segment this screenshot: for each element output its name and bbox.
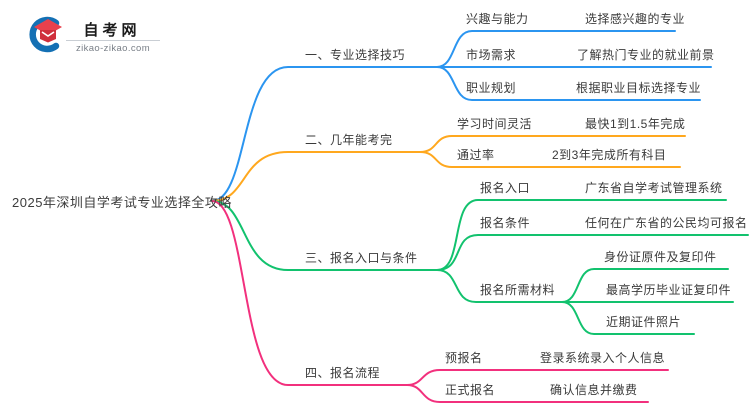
branch-3-child-2-value[interactable]: 任何在广东省的公民均可报名 <box>585 216 748 230</box>
branch-2-child-2-connector <box>419 151 681 168</box>
branch-2-child-2-label[interactable]: 通过率 <box>457 148 495 162</box>
branch-3-item-1-connector <box>561 268 729 303</box>
branch-3-child-3-label[interactable]: 报名所需材料 <box>480 283 556 297</box>
branch-1-child-3-connector <box>436 66 701 101</box>
branch-4-connector <box>211 200 408 386</box>
logo-cap-chevron <box>41 31 55 37</box>
branch-2-connector <box>211 151 421 202</box>
central-topic[interactable]: 2025年深圳自学考试专业选择全攻略 <box>12 195 232 210</box>
branch-2-child-1-value[interactable]: 最快1到1.5年完成 <box>585 117 686 131</box>
branch-3-child-2-connector <box>436 234 749 271</box>
branch-3-item-1[interactable]: 身份证原件及复印件 <box>604 250 717 264</box>
branch-4-child-2-connector <box>406 384 649 403</box>
branch-3-item-2[interactable]: 最高学历毕业证复印件 <box>606 283 732 297</box>
branch-4-child-1-label[interactable]: 预报名 <box>445 351 483 365</box>
branch-4-child-1-connector <box>406 369 669 386</box>
branch-2-child-1-label[interactable]: 学习时间灵活 <box>457 117 533 131</box>
branch-1-child-3-label[interactable]: 职业规划 <box>466 81 517 95</box>
branch-4-label[interactable]: 四、报名流程 <box>305 366 381 380</box>
site-url: zikao-zikao.com <box>75 43 151 54</box>
branch-3-child-1-label[interactable]: 报名入口 <box>480 181 531 195</box>
branch-1-child-1-value[interactable]: 选择感兴趣的专业 <box>585 12 686 26</box>
branch-1-child-2-label[interactable]: 市场需求 <box>466 48 517 62</box>
branch-4-child-1-value[interactable]: 登录系统录入个人信息 <box>540 351 666 365</box>
graduation-cap-icon <box>29 16 62 53</box>
branch-3-child-1-value[interactable]: 广东省自学考试管理系统 <box>585 181 723 195</box>
branch-1-child-2-value[interactable]: 了解热门专业的就业前景 <box>577 48 715 62</box>
branch-4-child-2-value[interactable]: 确认信息并缴费 <box>550 383 638 397</box>
branch-3-child-2-label[interactable]: 报名条件 <box>480 216 531 230</box>
branch-3-label[interactable]: 三、报名入口与条件 <box>305 251 418 265</box>
branch-3-child-1-connector <box>436 199 727 271</box>
branch-3-item-3[interactable]: 近期证件照片 <box>606 315 682 329</box>
site-name: 自考网 <box>83 22 141 39</box>
branch-4-child-2-label[interactable]: 正式报名 <box>445 383 496 397</box>
logo-divider <box>66 40 160 41</box>
branch-1-child-1-connector <box>436 30 676 68</box>
branch-3-connector <box>211 200 438 271</box>
branch-1-child-3-value[interactable]: 根据职业目标选择专业 <box>576 81 702 95</box>
branch-2-label[interactable]: 二、几年能考完 <box>305 133 393 147</box>
branch-3-item-3-connector <box>561 301 695 335</box>
branch-3-child-3-connector <box>436 269 563 303</box>
branch-1-label[interactable]: 一、专业选择技巧 <box>305 48 406 62</box>
branch-1-child-1-label[interactable]: 兴趣与能力 <box>466 12 529 26</box>
site-logo[interactable]: 自考网 zikao-zikao.com <box>28 15 160 57</box>
branch-1-connector <box>211 66 438 202</box>
branch-2-child-2-value[interactable]: 2到3年完成所有科目 <box>552 148 667 162</box>
